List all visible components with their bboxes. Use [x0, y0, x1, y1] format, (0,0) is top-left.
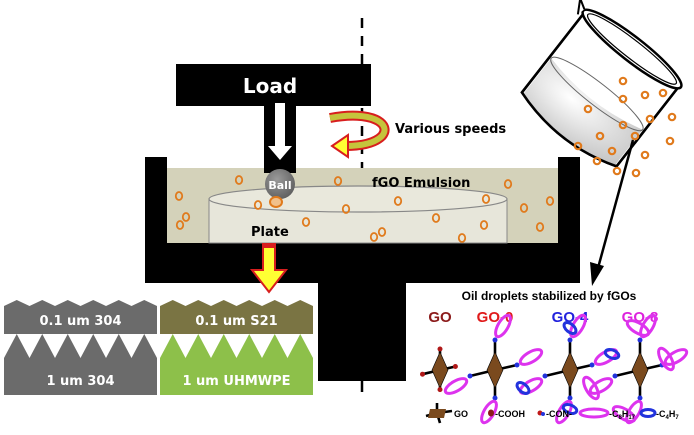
oil-droplet [583, 104, 593, 114]
oil-droplet [519, 203, 529, 213]
oil-droplet [545, 196, 555, 206]
fgo-type-label: GO [428, 309, 452, 326]
surface-sample: 1 um UHMWPE [160, 334, 313, 395]
fgo-type-label: GO-0 [477, 309, 514, 326]
oil-droplet [612, 166, 622, 176]
oil-droplet [658, 88, 668, 98]
ball: Ball [265, 169, 295, 199]
surface-sample: 1 um 304 [4, 334, 157, 395]
oil-droplet [607, 146, 617, 156]
oil-droplet [640, 150, 650, 160]
oil-droplet [618, 120, 628, 130]
droplets-title: Oil droplets stabilized by fGOs [462, 289, 637, 303]
legend-label: GO [454, 409, 468, 419]
oil-droplet [640, 90, 650, 100]
oil-droplet [181, 212, 191, 222]
oil-droplet [174, 191, 184, 201]
plate-label: Plate [251, 225, 289, 240]
rotation-speed-label: Various speeds [395, 122, 506, 137]
surface-samples: 0.1 um 304 0.1 um S21 1 um 304 1 um UHMWPE [4, 300, 313, 395]
legend-cooh-icon [488, 409, 494, 417]
legend-go-icon [425, 403, 453, 424]
oil-droplet [631, 168, 641, 178]
legend-c8-icon [578, 407, 610, 419]
surface-sample: 0.1 um S21 [160, 300, 313, 334]
load-block: Load [176, 64, 371, 106]
legend-label: -COOH [495, 409, 525, 419]
oil-droplet [253, 200, 263, 210]
oil-droplet [234, 175, 244, 185]
surface-label: 0.1 um 304 [39, 314, 121, 329]
fgo-type-label: GO-4 [552, 309, 589, 326]
legend-label: -C4H7 [656, 409, 679, 421]
oil-droplet [393, 196, 403, 206]
oil-droplet [592, 156, 602, 166]
oil-droplet [479, 220, 489, 230]
oil-droplet [595, 131, 605, 141]
legend-con-icon [537, 410, 545, 416]
oil-droplet [535, 222, 545, 232]
fgo-legend: GO-COOH-CON--C8H17-C4H7 [425, 403, 679, 424]
pointer-arrow-icon [590, 262, 604, 286]
oil-droplet [618, 76, 628, 86]
legend-label: -CON- [546, 409, 572, 419]
load-label: Load [243, 74, 297, 98]
fgo-molecule: GO [420, 309, 458, 393]
pointer-arrow-line [596, 139, 635, 269]
oil-droplet [175, 220, 185, 230]
oil-droplet [573, 141, 583, 151]
plate-surface-arrow-icon [249, 243, 289, 294]
emulsion-droplets [174, 175, 555, 243]
oil-droplet [481, 194, 491, 204]
oil-droplet [645, 114, 655, 124]
container-cup [145, 157, 580, 381]
surface-label: 0.1 um S21 [195, 314, 277, 329]
oil-droplet [369, 232, 379, 242]
surface-label: 1 um 304 [46, 374, 114, 389]
oil-droplet [667, 112, 677, 122]
fgo-molecule: GO-8 [582, 309, 689, 425]
oil-droplet [618, 94, 628, 104]
rotation-arrow-icon [329, 110, 390, 159]
oil-droplet [457, 233, 467, 243]
oil-droplet [503, 179, 513, 189]
fgo-molecule: GO-4 [515, 309, 621, 425]
surface-sample: 0.1 um 304 [4, 300, 157, 334]
legend-c4-icon [639, 408, 657, 418]
beaker-icon [520, 0, 683, 168]
oil-droplet [665, 136, 675, 146]
load-arrow-icon [268, 146, 292, 160]
surface-label: 1 um UHMWPE [182, 374, 290, 389]
oil-droplet [630, 131, 640, 141]
oil-droplet [341, 204, 351, 214]
oil-droplet [333, 176, 343, 186]
ball-label: Ball [268, 179, 291, 192]
oil-droplet [377, 227, 387, 237]
oil-droplet [301, 217, 311, 227]
emulsion-label: fGO Emulsion [372, 176, 470, 191]
fgo-molecule: GO-0 [443, 309, 544, 425]
beaker-droplets [573, 76, 677, 178]
oil-droplet [431, 213, 441, 223]
